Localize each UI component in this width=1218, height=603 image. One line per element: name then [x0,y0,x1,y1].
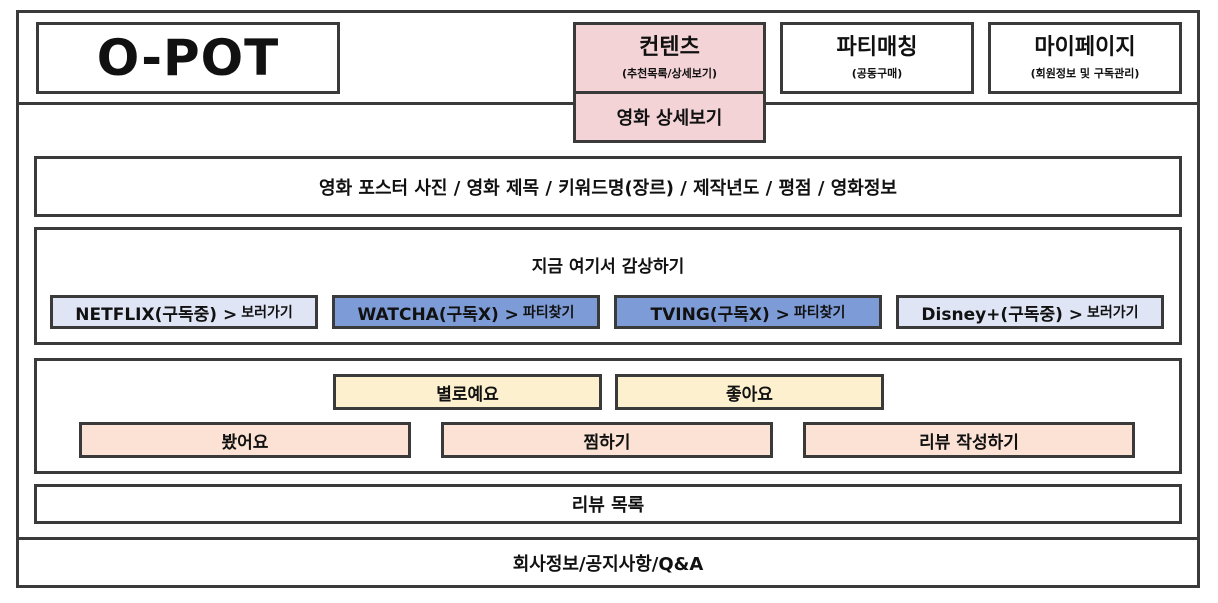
ott-disney-action: 보러가기 [1087,305,1139,321]
write-review-button[interactable]: 리뷰 작성하기 [803,422,1135,458]
ott-tving-button[interactable]: TVING(구독X) > 파티찾기 [614,295,882,329]
logo-text: O-POT [96,29,280,87]
movie-info-bar: 영화 포스터 사진 / 영화 제목 / 키워드명(장르) / 제작년도 / 평점… [34,156,1182,217]
ott-watcha-button[interactable]: WATCHA(구독X) > 파티찾기 [332,295,600,329]
nav-party-matching[interactable]: 파티매칭 (공동구매) [780,22,974,94]
dislike-label: 별로예요 [436,384,499,405]
review-list: 리뷰 목록 [34,484,1182,524]
dislike-button[interactable]: 별로예요 [333,374,602,410]
nav-mypage-title: 마이페이지 [1034,35,1136,60]
footer: 회사정보/공지사항/Q&A [16,537,1200,588]
write-review-label: 리뷰 작성하기 [919,432,1019,453]
like-button[interactable]: 좋아요 [615,374,884,410]
watched-label: 봤어요 [221,432,269,453]
logo[interactable]: O-POT [36,22,340,94]
watch-title: 지금 여기서 감상하기 [531,257,685,277]
watch-section: 지금 여기서 감상하기 [34,227,1182,345]
nav-mypage-subtitle: (회원정보 및 구독관리) [1030,67,1140,80]
nav-contents[interactable]: 컨텐츠 (추천목록/상세보기) [573,22,766,94]
ott-watcha-name: WATCHA(구독X) > [357,304,519,325]
subnav-movie-detail[interactable]: 영화 상세보기 [573,91,766,143]
ott-tving-name: TVING(구독X) > [650,304,790,325]
ott-tving-action: 파티찾기 [793,305,846,321]
nav-contents-title: 컨텐츠 [639,35,700,60]
nav-party-title: 파티매칭 [836,35,918,60]
ott-disney-name: Disney+(구독중) > [921,304,1084,325]
ott-netflix-name: NETFLIX(구독중) > [75,304,238,325]
nav-party-subtitle: (공동구매) [851,67,903,80]
wishlist-label: 찜하기 [583,432,631,453]
like-label: 좋아요 [726,384,773,405]
footer-text[interactable]: 회사정보/공지사항/Q&A [512,553,704,575]
nav-mypage[interactable]: 마이페이지 (회원정보 및 구독관리) [988,22,1182,94]
review-list-label: 리뷰 목록 [571,495,645,516]
wishlist-button[interactable]: 찜하기 [441,422,773,458]
ott-watcha-action: 파티찾기 [522,305,575,321]
watched-button[interactable]: 봤어요 [79,422,411,458]
ott-netflix-action: 보러가기 [241,305,293,321]
subnav-movie-detail-label: 영화 상세보기 [616,108,723,129]
nav-contents-subtitle: (추천목록/상세보기) [621,67,718,80]
ott-netflix-button[interactable]: NETFLIX(구독중) > 보러가기 [50,295,318,329]
ott-disney-button[interactable]: Disney+(구독중) > 보러가기 [896,295,1164,329]
movie-info-text: 영화 포스터 사진 / 영화 제목 / 키워드명(장르) / 제작년도 / 평점… [319,177,897,199]
